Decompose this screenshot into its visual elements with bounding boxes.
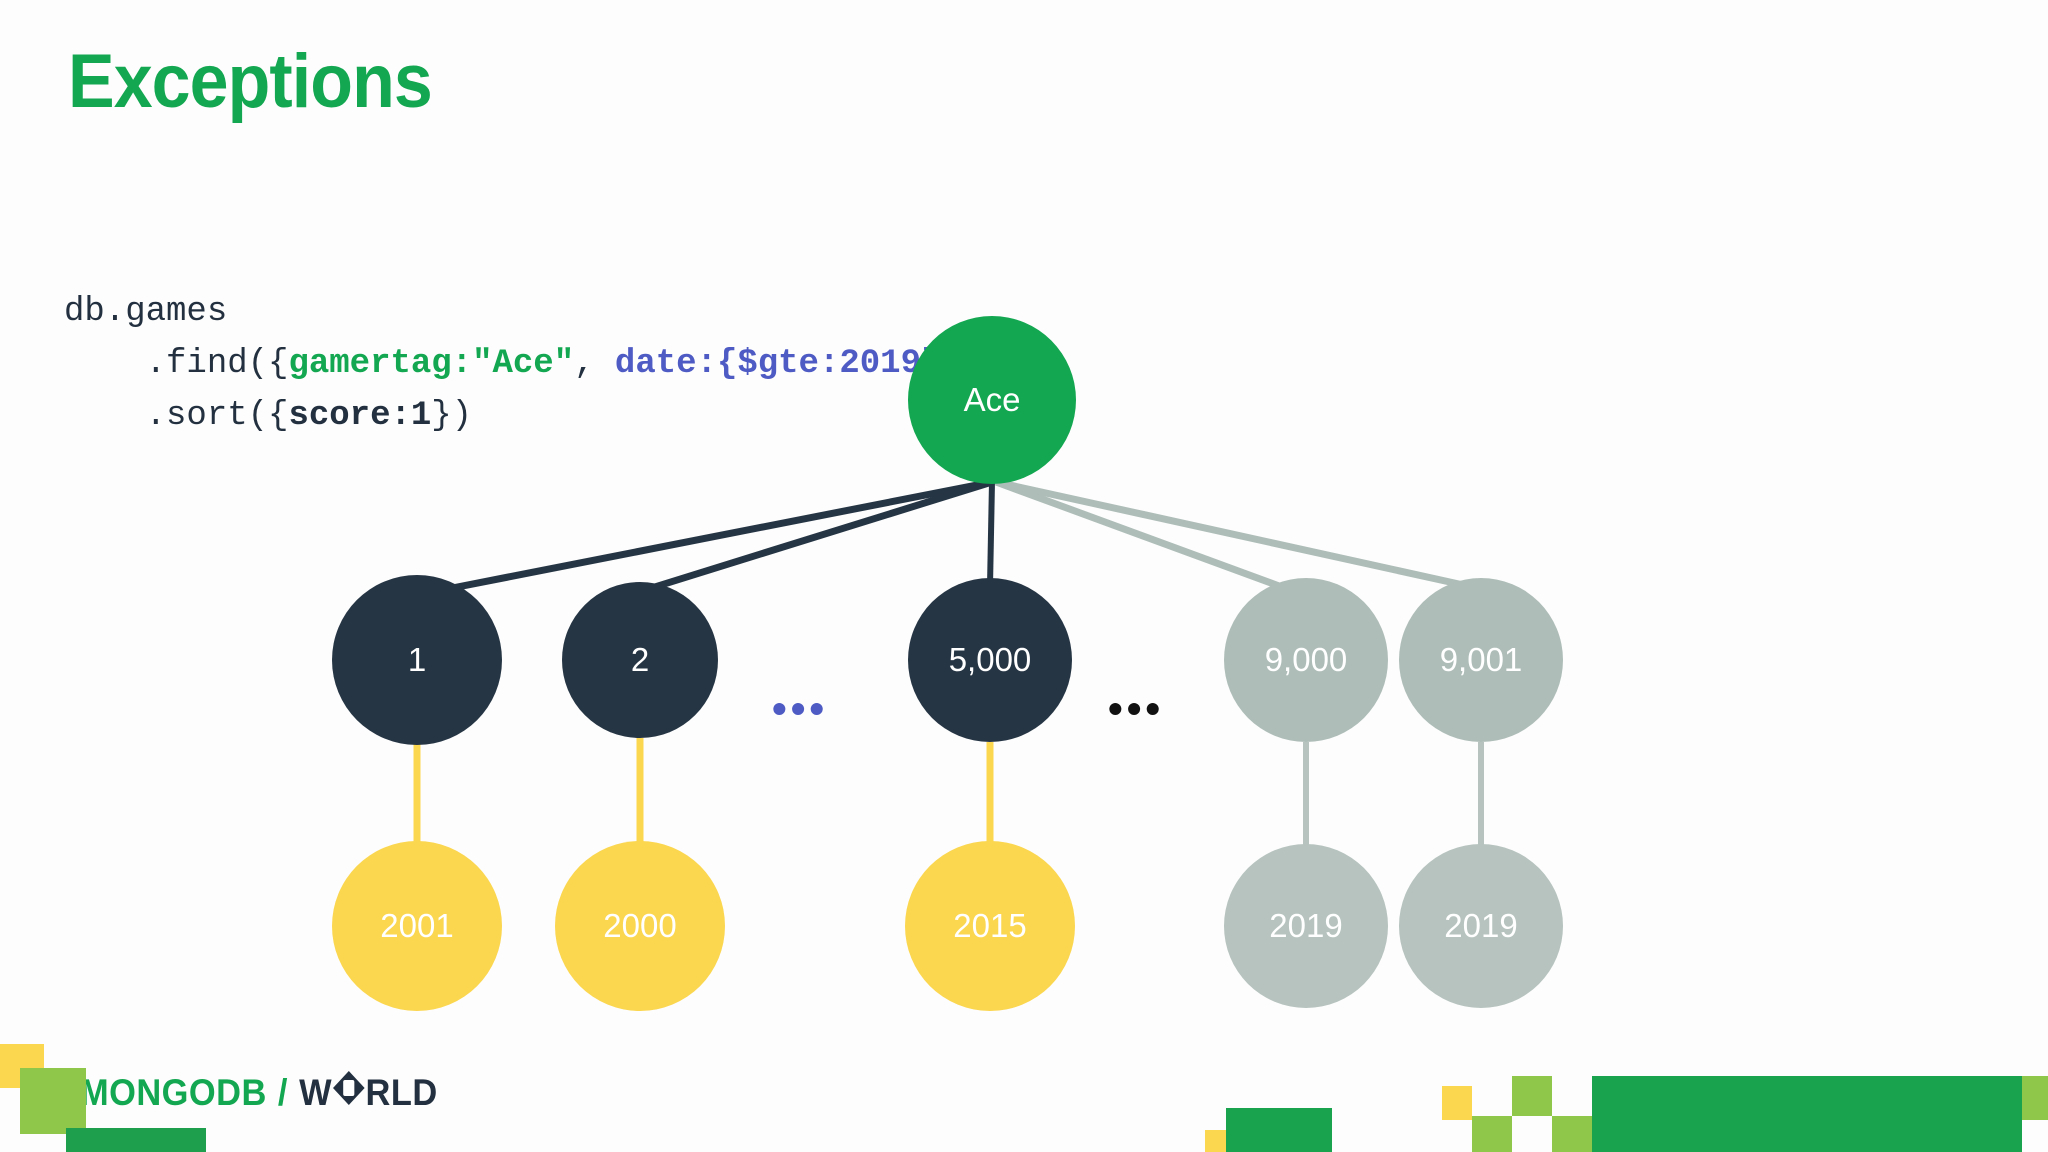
tree-node-year-2001[interactable]: 2001 xyxy=(332,841,502,1011)
tree-node-score-9000[interactable]: 9,000 xyxy=(1224,578,1388,742)
tree-node-year-2019-b[interactable]: 2019 xyxy=(1399,844,1563,1008)
braces-o-icon xyxy=(333,1071,365,1105)
logo-separator-slash: / xyxy=(277,1072,288,1113)
page-title: Exceptions xyxy=(68,39,433,124)
deco-square-lime-right-1 xyxy=(1472,1116,1512,1152)
edge-root-to-5000 xyxy=(987,481,995,587)
code-token-score: score:1 xyxy=(288,397,432,435)
tree-node-year-2000[interactable]: 2000 xyxy=(555,841,725,1011)
tree-node-year-2019-a[interactable]: 2019 xyxy=(1224,844,1388,1008)
deco-square-yellow-right-2 xyxy=(1442,1086,1472,1120)
code-line-3: .sort({score:1}) xyxy=(64,390,982,442)
code-token-db-games: db.games xyxy=(64,293,228,331)
tree-node-score-1[interactable]: 1 xyxy=(332,575,502,745)
logo-text-world: W RLD xyxy=(299,1071,438,1114)
deco-square-lime-right-3 xyxy=(1552,1116,1592,1152)
deco-block-green-right-2 xyxy=(1592,1076,2022,1152)
tree-node-label: Ace xyxy=(963,381,1021,418)
deco-block-green-right-1 xyxy=(1226,1108,1332,1152)
code-token-sort-open: .sort({ xyxy=(145,397,289,435)
tree-node-label: 5,000 xyxy=(948,641,1032,678)
deco-square-lime-right-4 xyxy=(2022,1076,2048,1120)
code-line-2: .find({gamertag:"Ace", date:{$gte:2019}}… xyxy=(64,338,983,390)
logo-world-rld: RLD xyxy=(365,1072,438,1113)
logo-world-w: W xyxy=(299,1072,333,1113)
tree-node-label: 2000 xyxy=(603,907,677,944)
code-token-find-open: .find({ xyxy=(145,345,289,383)
ellipsis-blue-icon: ••• xyxy=(772,685,829,732)
tree-node-label: 2 xyxy=(630,641,650,678)
tree-node-label: 9,000 xyxy=(1264,641,1348,678)
code-token-sort-close: }) xyxy=(431,397,473,435)
tree-node-label: 2019 xyxy=(1444,907,1518,944)
tree-node-label: 2015 xyxy=(953,907,1027,944)
tree-node-year-2015[interactable]: 2015 xyxy=(905,841,1075,1011)
tree-node-score-2[interactable]: 2 xyxy=(562,582,718,738)
tree-node-score-5000[interactable]: 5,000 xyxy=(908,578,1072,742)
tree-node-label: 2001 xyxy=(380,907,454,944)
deco-square-lime-left xyxy=(20,1068,86,1134)
tree-node-root-ace[interactable]: Ace xyxy=(908,316,1076,484)
code-line-1: db.games xyxy=(64,286,982,338)
code-block: db.games .find({gamertag:"Ace", date:{$g… xyxy=(64,182,982,546)
code-token-gamertag: gamertag:"Ace" xyxy=(288,345,575,383)
tree-node-label: 9,001 xyxy=(1439,641,1523,678)
deco-square-lime-right-2 xyxy=(1512,1076,1552,1116)
logo-text-mongodb: MONGODB xyxy=(80,1072,267,1113)
code-token-date-gte: date:{$gte:2019} xyxy=(614,345,942,383)
ellipsis-black-icon: ••• xyxy=(1108,685,1165,732)
mongodb-world-logo: MONGODB / W RLD xyxy=(80,1071,438,1114)
code-token-comma: , xyxy=(574,345,615,383)
edge-root-to-9001 xyxy=(995,478,1469,590)
tree-node-score-9001[interactable]: 9,001 xyxy=(1399,578,1563,742)
edge-root-to-9000 xyxy=(994,478,1292,594)
tree-node-label: 1 xyxy=(407,641,427,678)
deco-bar-green-left xyxy=(66,1128,206,1152)
tree-node-label: 2019 xyxy=(1269,907,1343,944)
